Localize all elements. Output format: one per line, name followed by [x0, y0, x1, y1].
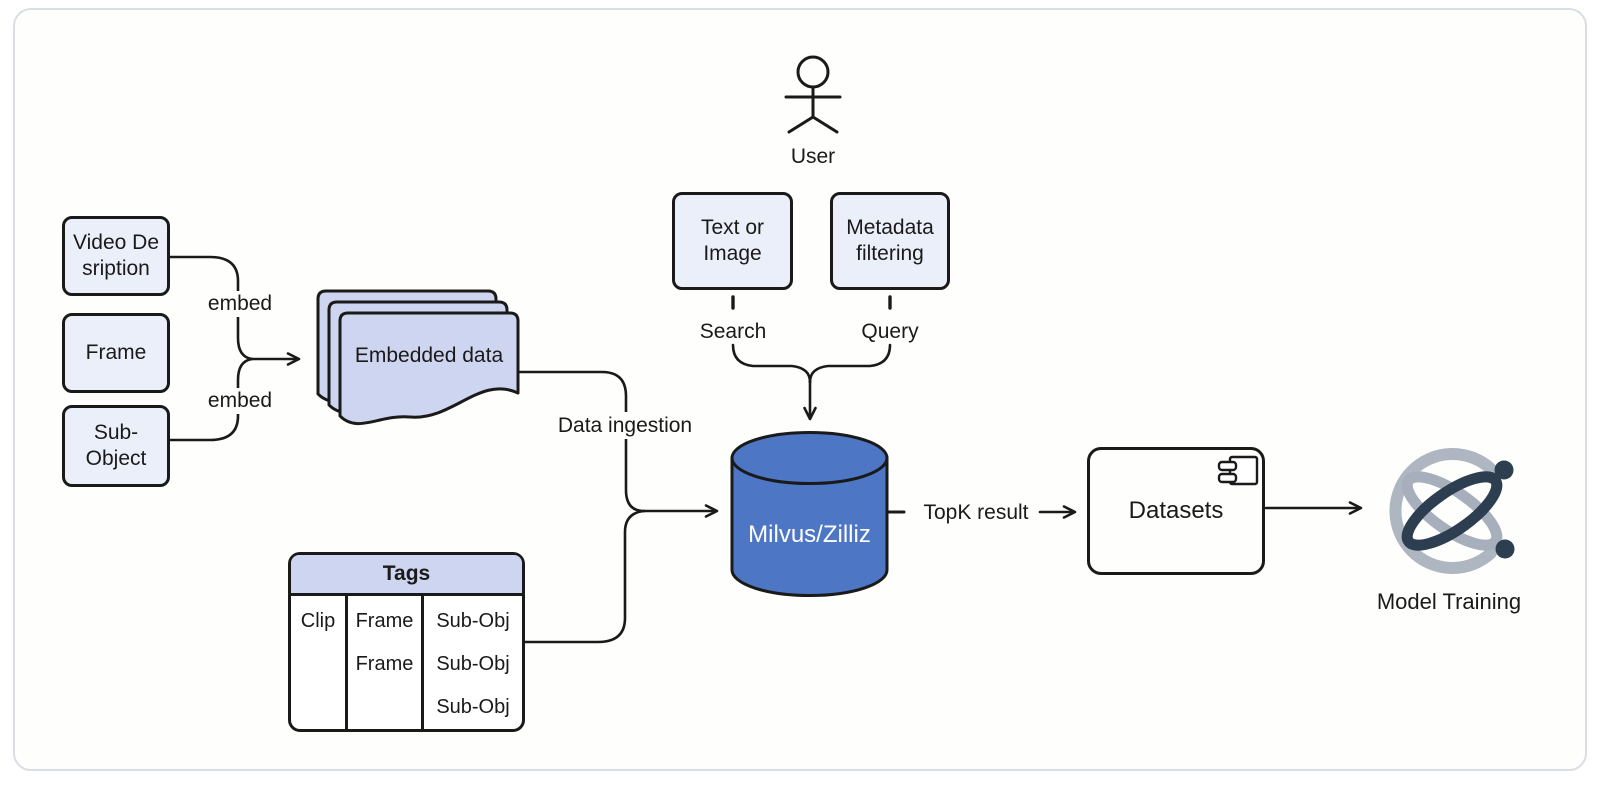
- edge-label-search: Search: [699, 320, 767, 343]
- tags-cell: Sub-Obj: [436, 696, 510, 718]
- model-training-icon: [1389, 448, 1515, 574]
- user-label: User: [790, 145, 836, 168]
- tags-column-clip: Clip: [291, 596, 348, 729]
- cylinder-top: [730, 431, 889, 485]
- node-video-description-line1: Video De: [72, 231, 159, 255]
- tags-column-subobj: Sub-Obj Sub-Obj Sub-Obj: [424, 596, 522, 729]
- tags-cell: Clip: [300, 610, 336, 632]
- tags-column-frame: Frame Frame: [348, 596, 424, 729]
- user-head: [796, 55, 830, 89]
- connector-search-branch: [731, 343, 812, 384]
- connector-query-branch: [808, 343, 892, 384]
- tags-table: Tags Clip Frame Frame Sub-Obj Sub-Obj Su…: [288, 552, 525, 732]
- node-metadata-filtering: Metadata filtering: [830, 192, 950, 290]
- tags-cell: Sub-Obj: [436, 653, 510, 675]
- edge-label-embed-bottom: embed: [204, 388, 276, 414]
- orbit-outer-ring: [1389, 448, 1497, 574]
- edge-label-data-ingestion: Data ingestion: [555, 412, 695, 439]
- node-frame-label: Frame: [85, 341, 147, 365]
- node-text-or-image-line1: Text or: [700, 216, 765, 240]
- edge-label-query: Query: [861, 320, 919, 343]
- embedded-data-label: Embedded data: [354, 344, 504, 367]
- document-front: [338, 311, 520, 426]
- node-sub-object: Sub- Object: [62, 405, 170, 487]
- node-video-description: Video De sription: [62, 216, 170, 296]
- connector-subobject-to-embed: [167, 357, 254, 442]
- tags-table-header: Tags: [291, 555, 522, 596]
- node-sub-object-line1: Sub-: [93, 421, 139, 445]
- user-legs: [787, 115, 839, 134]
- milvus-label: Milvus/Zilliz: [748, 521, 871, 548]
- node-metadata-filtering-line2: filtering: [856, 242, 924, 265]
- tags-cell: Frame: [355, 653, 414, 675]
- orbit-gray-ellipse: [1401, 471, 1503, 551]
- node-metadata-filtering-line1: Metadata: [846, 216, 934, 240]
- node-text-or-image: Text or Image: [672, 192, 793, 290]
- node-text-or-image-line2: Image: [703, 242, 762, 265]
- orbit-dot-top: [1494, 460, 1514, 480]
- tags-cell: Frame: [355, 610, 414, 632]
- cylinder-body: [730, 456, 889, 597]
- node-datasets: Datasets: [1087, 447, 1265, 575]
- node-video-description-line2: sription: [82, 257, 150, 280]
- orbit-navy-ellipse: [1401, 471, 1503, 551]
- node-frame: Frame: [62, 313, 170, 393]
- node-datasets-label: Datasets: [1128, 497, 1224, 525]
- embedded-data-documents: [316, 289, 520, 426]
- milvus-cylinder: [730, 431, 889, 597]
- node-sub-object-line2: Object: [85, 447, 147, 470]
- connector-documents-to-junction: [515, 370, 646, 513]
- tags-table-body: Clip Frame Frame Sub-Obj Sub-Obj Sub-Obj: [291, 596, 522, 729]
- tags-cell: Sub-Obj: [436, 610, 510, 632]
- orbit-dot-bottom: [1495, 539, 1515, 559]
- connector-video-to-embed: [167, 255, 254, 361]
- model-training-label: Model Training: [1376, 589, 1522, 614]
- edge-label-topk: TopK result: [923, 500, 1029, 524]
- user-icon: [784, 55, 842, 134]
- connector-tags-to-junction: [523, 509, 646, 644]
- edge-label-embed-top: embed: [204, 291, 276, 317]
- component-icon: [1217, 455, 1259, 486]
